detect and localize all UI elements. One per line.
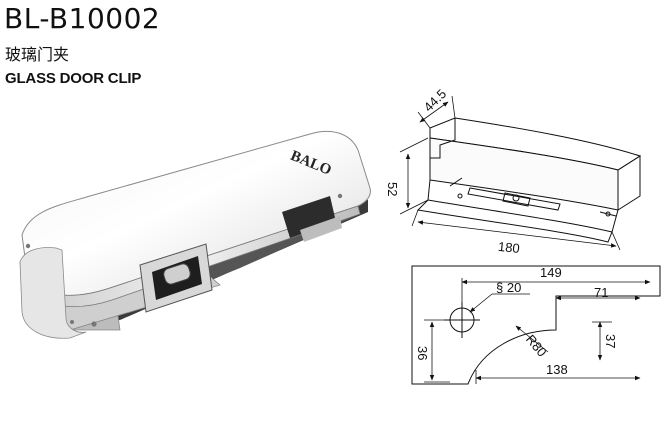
- dim-length: 180: [497, 239, 520, 256]
- drawing-3d: [416, 117, 642, 243]
- product-photo: BALO: [19, 130, 371, 339]
- drawing-plan-dimensions: [424, 278, 651, 384]
- dim-right-height: 37: [603, 334, 618, 348]
- dim-hole: § 20: [496, 280, 521, 295]
- dim-notch: 71: [594, 285, 608, 300]
- drawing-plan: [411, 265, 661, 385]
- product-model: BL-B10002: [4, 2, 161, 35]
- product-name-cn: 玻璃门夹: [5, 45, 70, 64]
- dim-overall: 149: [540, 265, 562, 280]
- dim-depth: 44.5: [421, 86, 450, 115]
- product-name-en: GLASS DOOR CLIP: [5, 70, 142, 87]
- dim-left-height: 36: [415, 346, 430, 360]
- dim-height: 52: [385, 182, 400, 196]
- dim-radius: R80: [523, 332, 550, 360]
- drawing-3d-dimensions: [399, 95, 621, 251]
- dim-bottom: 138: [546, 362, 568, 377]
